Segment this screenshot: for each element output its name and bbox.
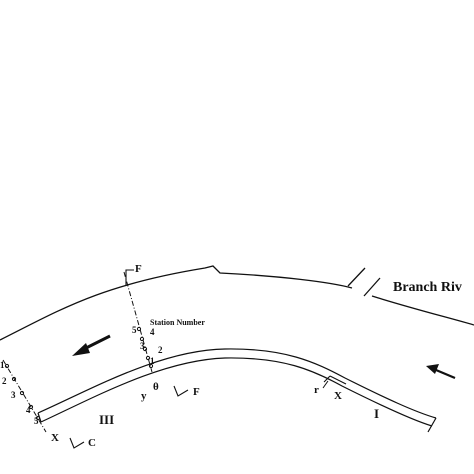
section-label-c: C [88, 437, 96, 449]
reach-label-3: III [99, 412, 114, 427]
station-marker [4, 363, 10, 369]
section-label-lower-f: F [193, 386, 200, 398]
section-line-f [123, 271, 153, 373]
river-label: Branch Riv [393, 280, 462, 295]
station-number-left: 3 [11, 390, 16, 400]
branch-inlet-line-left [347, 267, 366, 287]
station-marker [145, 355, 151, 361]
section-c-marker [69, 437, 85, 449]
station-markers-left [4, 363, 41, 421]
station-number-mid: 4 [150, 327, 155, 337]
station-number-mid: 3 [140, 341, 145, 351]
station-marker [136, 326, 142, 332]
station-number-left: 2 [2, 376, 7, 386]
flow-arrow-left-icon [72, 334, 111, 356]
flow-arrow-right-icon [426, 364, 456, 380]
outer-bank-line [0, 265, 353, 341]
section-line-reach-1 [329, 375, 347, 385]
station-marker [142, 346, 148, 352]
station-number-mid: 5 [132, 325, 137, 335]
station-marker [11, 376, 17, 382]
station-marker [19, 390, 25, 396]
station-number-mid: 1 [150, 356, 155, 366]
station-marker [148, 363, 154, 369]
station-number-left: 5 [34, 416, 39, 426]
coordinate-label-x-right: X [334, 390, 342, 402]
section-line-c [2, 359, 47, 433]
station-number-left: 4 [26, 405, 31, 415]
outer-bank-line-right [371, 295, 474, 326]
station-caption: Station Number [150, 318, 205, 327]
station-number-left: 1 [0, 360, 5, 370]
station-number-mid: 2 [158, 345, 163, 355]
inner-bank-end-right [427, 417, 437, 433]
station-marker [35, 415, 41, 421]
station-markers-mid [136, 326, 154, 369]
section-line-reach-1-tick [323, 375, 331, 383]
coordinate-label-theta: θ [153, 381, 159, 393]
inner-bank-line-inner [40, 357, 433, 427]
section-f-upper-marker [125, 269, 134, 286]
branch-inlet-line-right [363, 277, 381, 297]
r-pointer-line [322, 380, 329, 389]
inner-bank-line-outer [37, 348, 437, 419]
coordinate-label-x-left: X [51, 432, 59, 444]
station-marker [28, 404, 34, 410]
station-marker [139, 336, 145, 342]
section-f-lower-marker [173, 385, 189, 397]
coordinate-label-r: r [314, 384, 319, 396]
reach-label-1: I [374, 406, 379, 421]
coordinate-label-y: y [141, 390, 147, 402]
section-label-upper-f: F [135, 263, 142, 275]
